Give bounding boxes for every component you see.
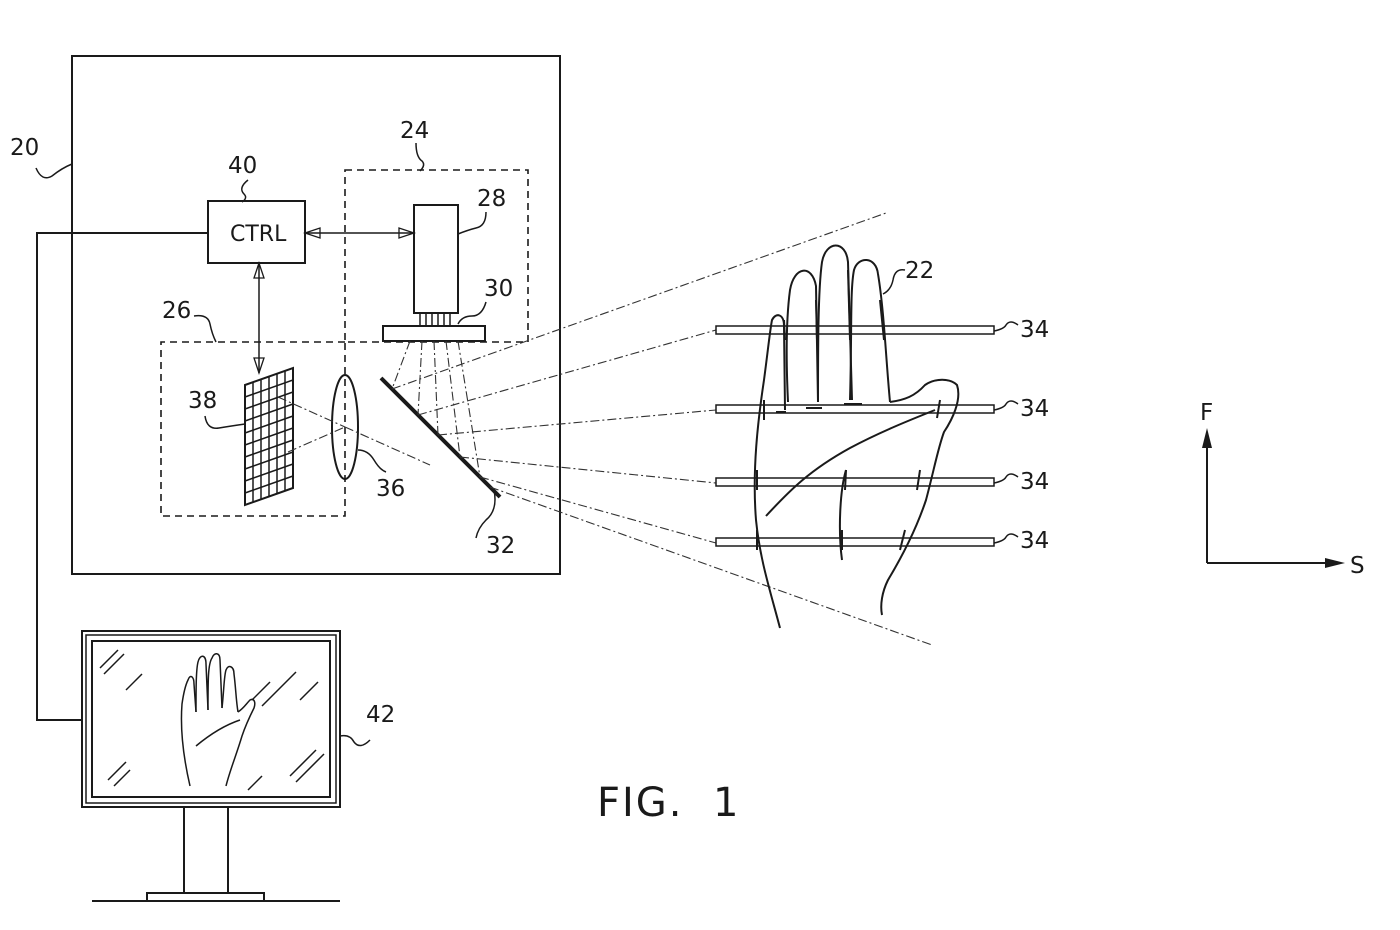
screen-glare <box>99 649 325 791</box>
detection-plane-1 <box>715 325 995 335</box>
label-22: 22 <box>905 258 934 284</box>
label-28: 28 <box>477 186 506 212</box>
label-42: 42 <box>366 702 395 728</box>
leader-28 <box>457 211 487 235</box>
detection-plane-2 <box>715 404 995 414</box>
leader-34-b <box>993 400 1019 411</box>
label-30: 30 <box>484 276 513 302</box>
hand-over-planes <box>756 269 941 551</box>
arrowhead-down <box>253 357 265 376</box>
leader-26 <box>193 314 217 343</box>
hand-outline <box>753 244 960 629</box>
label-34-c: 34 <box>1020 469 1049 495</box>
optic-ribs <box>419 313 451 326</box>
controller-label: CTRL <box>230 222 287 247</box>
display-cable <box>36 232 208 721</box>
label-32: 32 <box>486 533 515 559</box>
label-38: 38 <box>188 388 217 414</box>
screen-hand-image <box>180 653 256 787</box>
display-monitor <box>81 630 341 902</box>
detection-plane-3 <box>715 477 995 487</box>
label-34-b: 34 <box>1020 396 1049 422</box>
leader-34-c <box>993 473 1019 484</box>
optic-plate <box>382 325 486 342</box>
label-34-d: 34 <box>1020 528 1049 554</box>
label-24: 24 <box>400 118 429 144</box>
leader-40 <box>241 179 249 203</box>
lens <box>331 374 359 480</box>
image-sensor <box>244 366 294 507</box>
imaging-assembly-box <box>160 341 346 517</box>
leader-32 <box>475 489 496 539</box>
label-20: 20 <box>10 135 39 161</box>
light-source <box>413 204 459 314</box>
leader-22 <box>882 268 906 295</box>
leader-20 <box>35 163 73 179</box>
axis-indicator <box>1202 428 1345 568</box>
arrowhead-up <box>253 260 265 279</box>
detection-plane-4 <box>715 537 995 547</box>
label-34-a: 34 <box>1020 317 1049 343</box>
leader-42 <box>339 734 371 747</box>
leader-36 <box>357 449 387 473</box>
leader-38 <box>204 415 246 429</box>
leader-30 <box>457 301 487 325</box>
arrowhead-right <box>398 227 417 239</box>
leader-34-a <box>993 321 1019 332</box>
label-40: 40 <box>228 153 257 179</box>
projection-beams <box>391 340 481 478</box>
arrowhead-left <box>302 227 321 239</box>
label-26: 26 <box>162 298 191 324</box>
device-housing <box>71 55 561 575</box>
axis-label-s: S <box>1350 553 1365 579</box>
leader-24 <box>415 142 425 172</box>
figure-title: FIG. 1 <box>597 780 740 826</box>
leader-34-d <box>993 533 1019 544</box>
label-36: 36 <box>376 476 405 502</box>
field-of-view-rays <box>277 212 933 646</box>
axis-label-f: F <box>1200 400 1213 426</box>
